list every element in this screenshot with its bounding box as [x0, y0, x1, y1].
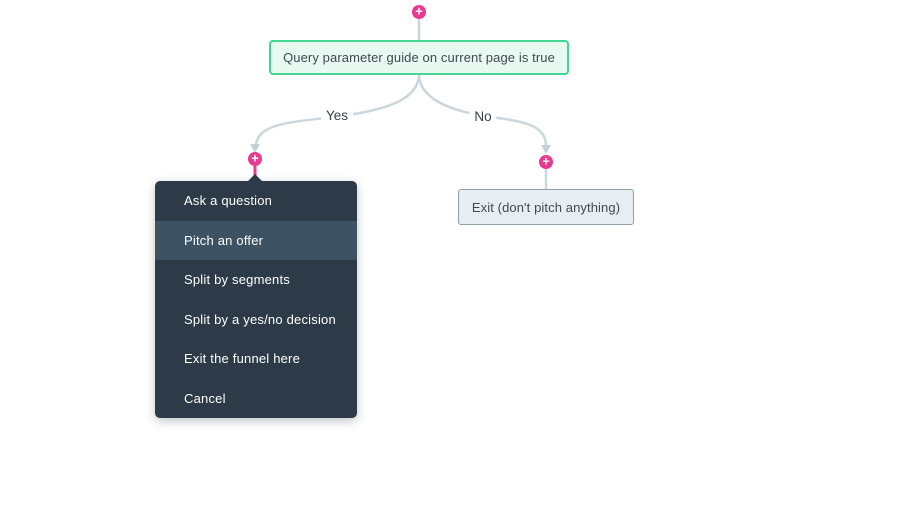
exit-node-label: Exit (don't pitch anything): [471, 199, 621, 215]
condition-node-label: Query parameter guide on current page is…: [283, 50, 555, 65]
add-node-button-no[interactable]: +: [539, 155, 553, 169]
menu-item-split-by-yes-no-decision[interactable]: Split by a yes/no decision: [184, 311, 336, 327]
add-node-button-yes[interactable]: +: [248, 152, 262, 166]
plus-icon: +: [251, 150, 259, 166]
add-node-menu: Ask a question Pitch an offer Split by s…: [155, 174, 357, 418]
exit-node[interactable]: Exit (don't pitch anything): [458, 189, 634, 225]
branch-label-no: No: [469, 109, 497, 124]
menu-item-pitch-an-offer[interactable]: Pitch an offer: [155, 220, 357, 260]
add-node-button-top[interactable]: +: [412, 5, 426, 19]
plus-icon: +: [415, 3, 423, 19]
menu-item-exit-the-funnel-here[interactable]: Exit the funnel here: [184, 351, 301, 367]
menu-item-ask-a-question[interactable]: Ask a question: [184, 193, 273, 209]
plus-icon: +: [542, 153, 550, 169]
condition-node[interactable]: Query parameter guide on current page is…: [269, 40, 569, 75]
menu-item-split-by-segments[interactable]: Split by segments: [184, 272, 291, 288]
menu-item-cancel[interactable]: Cancel: [184, 390, 226, 406]
branch-label-yes: Yes: [320, 108, 354, 123]
